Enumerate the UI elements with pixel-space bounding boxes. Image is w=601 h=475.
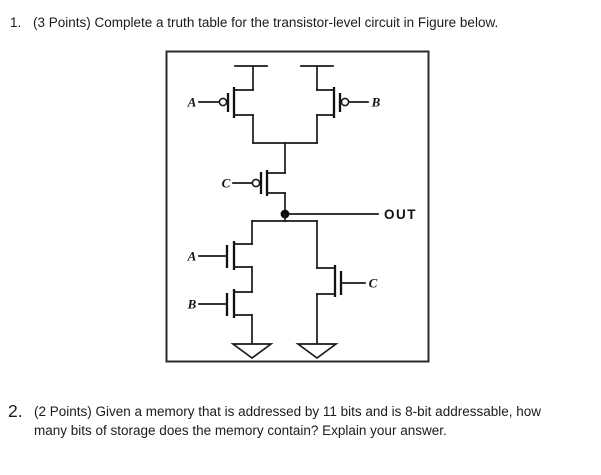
vdd-symbol-left xyxy=(234,65,268,91)
question-1-number: 1. xyxy=(10,15,22,30)
nmos-c-label: C xyxy=(369,276,378,291)
question-2-text: (2 Points) Given a memory that is addres… xyxy=(34,402,541,440)
pmos-b-label: B xyxy=(371,95,381,110)
question-2-number: 2. xyxy=(8,401,23,421)
pmos-c-transistor: C xyxy=(222,170,286,215)
pmos-c-label: C xyxy=(222,176,231,191)
out-node: OUT xyxy=(251,207,417,222)
nmos-a-transistor: A xyxy=(187,220,253,293)
pmos-c-inversion-bubble xyxy=(251,178,261,188)
nmos-a-label: A xyxy=(187,249,197,264)
nmos-b-transistor: B xyxy=(187,289,253,345)
question-2-line2: many bits of storage does the memory con… xyxy=(34,423,447,438)
nmos-b-label: B xyxy=(187,297,197,312)
pmos-a-transistor: A xyxy=(187,87,254,144)
ground-symbol-right xyxy=(295,343,339,360)
question-1: 1. (3 Points) Complete a truth table for… xyxy=(10,13,595,32)
question-2-line1: (2 Points) Given a memory that is addres… xyxy=(34,404,542,419)
ground-symbol-left xyxy=(230,343,274,360)
pmos-a-label: A xyxy=(187,95,197,110)
nmos-c-transistor: C xyxy=(316,220,378,345)
figure-border xyxy=(165,50,430,363)
pmos-a-inversion-bubble xyxy=(218,97,228,107)
pullup-join-wire xyxy=(252,142,318,174)
pmos-b-transistor: B xyxy=(316,87,381,144)
pmos-b-inversion-bubble xyxy=(340,97,350,107)
question-2: 2. (2 Points) Given a memory that is add… xyxy=(8,401,598,440)
out-label: OUT xyxy=(384,207,417,222)
question-1-text: (3 Points) Complete a truth table for th… xyxy=(33,15,499,30)
vdd-symbol-right xyxy=(300,65,334,91)
